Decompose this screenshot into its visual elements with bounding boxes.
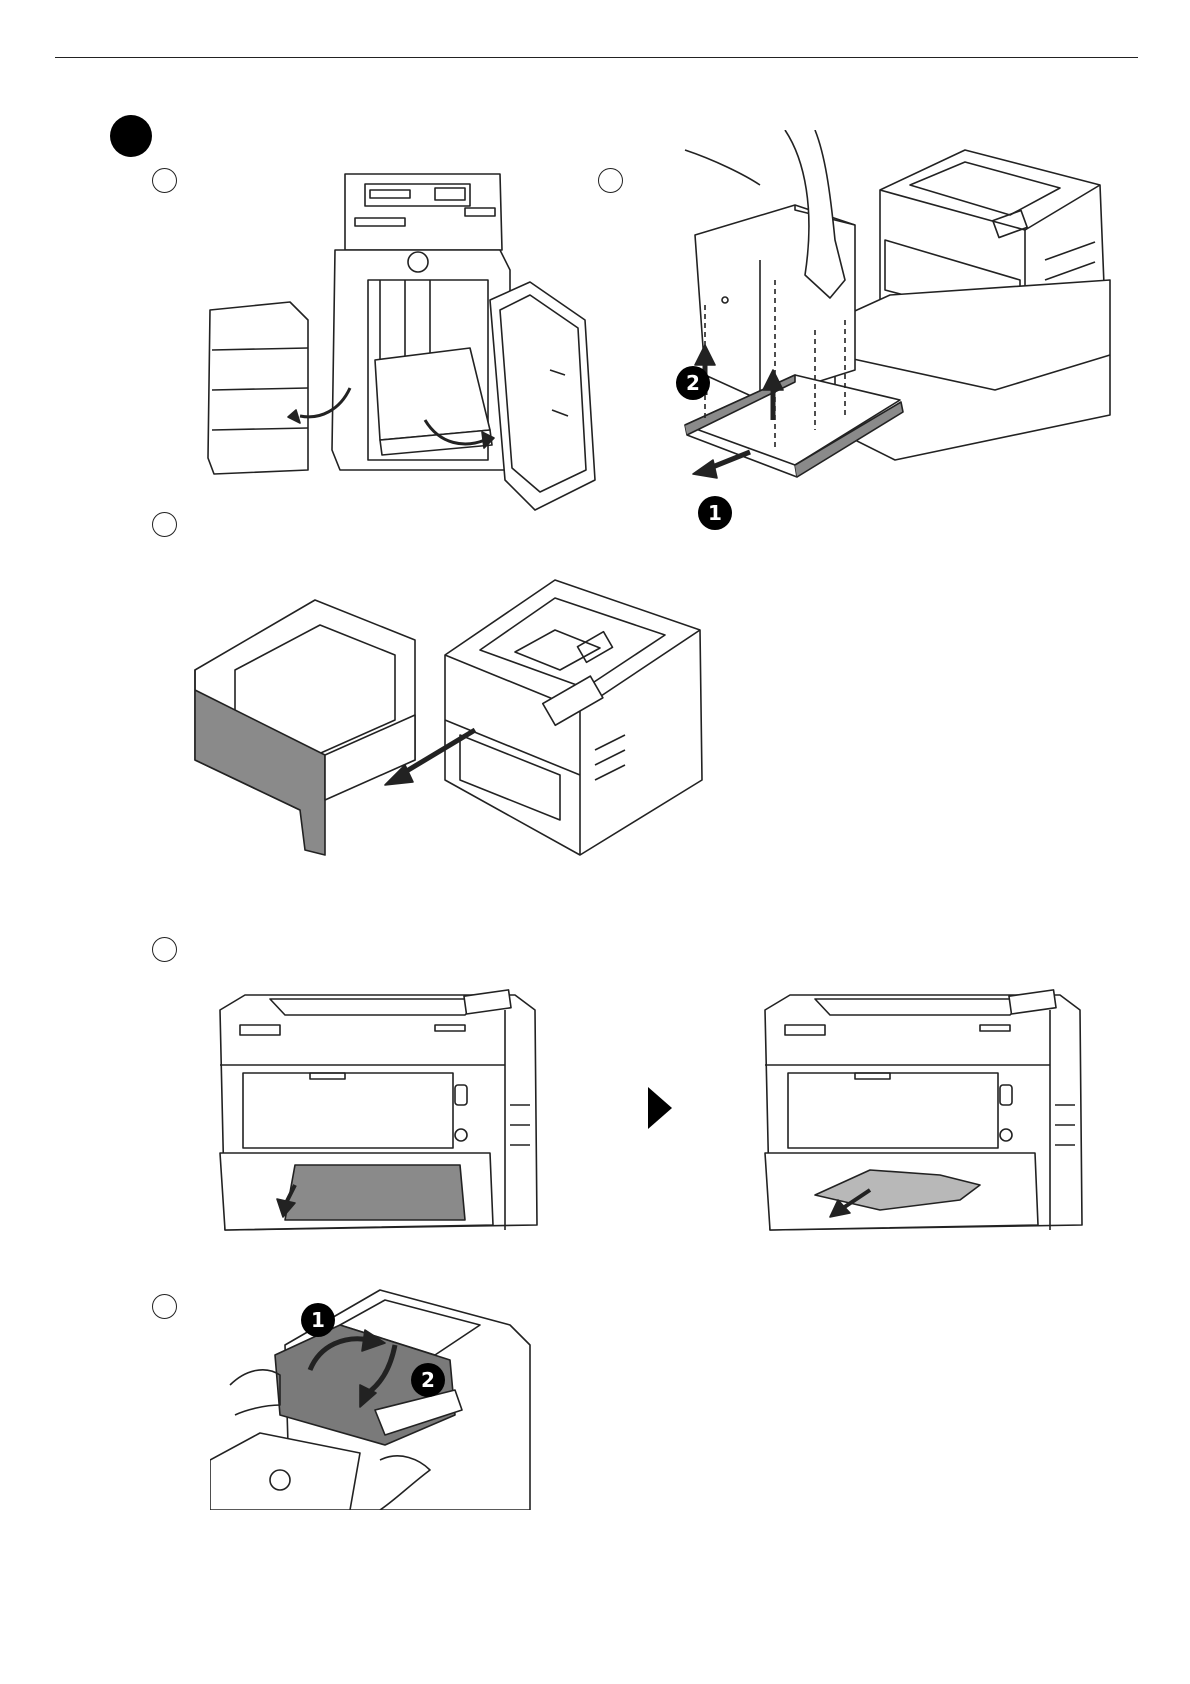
figure-open-inner-guide: [215, 985, 545, 1245]
svg-text:1: 1: [311, 1308, 325, 1332]
substep-5-circle-icon: [152, 1294, 177, 1319]
callout-two-icon: 2: [675, 365, 711, 401]
svg-text:2: 2: [421, 1368, 435, 1392]
header-rule: [55, 57, 1138, 58]
figure-open-feeder-door: [200, 170, 610, 520]
figure-close-covers: 1 2: [210, 1285, 535, 1510]
figure-pull-out-cassette: [185, 570, 715, 860]
figure-remove-base-tray: 2 1: [665, 130, 1135, 530]
callout-one-icon: 1: [697, 495, 733, 531]
substep-1-circle-icon: [152, 168, 177, 193]
svg-text:2: 2: [686, 371, 700, 395]
step-number-icon: [110, 115, 152, 157]
callout-one-icon: 1: [300, 1302, 336, 1338]
substep-4-circle-icon: [152, 937, 177, 962]
substep-3-circle-icon: [152, 512, 177, 537]
svg-text:1: 1: [708, 501, 722, 525]
next-arrow-icon: [648, 1087, 672, 1129]
figure-remove-jammed-paper: [760, 985, 1090, 1245]
callout-two-icon: 2: [410, 1362, 446, 1398]
